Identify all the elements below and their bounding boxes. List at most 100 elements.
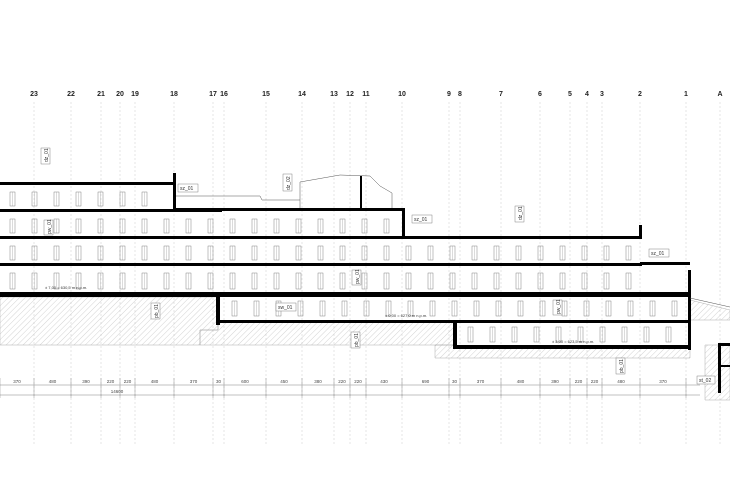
parapet-left-top <box>173 173 176 209</box>
roof-terrace-rail <box>176 195 300 201</box>
wall-core-mid <box>718 365 730 367</box>
dimension-segment-label: 370 <box>659 379 667 384</box>
dimension-segment-label: 220 <box>124 379 132 384</box>
svg-text:pb_01: pb_01 <box>354 333 360 347</box>
svg-text:dz_01: dz_01 <box>44 148 50 162</box>
tag-st-02: st_02 <box>696 375 716 385</box>
level-annotation-mid: ± 0,00 = 627,0 m n.p.m. <box>385 313 427 318</box>
ramp-right <box>689 297 730 308</box>
roof-slab-right <box>404 236 642 239</box>
axis-label: 18 <box>170 91 178 98</box>
tag-dz-01-right: dz_01 <box>514 205 525 223</box>
dimension-segment-label: 390 <box>82 379 90 384</box>
dimension-segment-label: 390 <box>551 379 559 384</box>
wall-step-1 <box>216 295 220 325</box>
axis-label: 6 <box>538 91 542 98</box>
tag-pw-01-c: pw_01 <box>552 299 563 316</box>
svg-text:dz_01: dz_01 <box>518 206 524 220</box>
floor-7-right <box>455 345 690 349</box>
wall-end <box>688 270 691 350</box>
axis-label: 10 <box>398 91 406 98</box>
dimension-segment-label: 450 <box>280 379 288 384</box>
parapet-right <box>639 225 642 239</box>
tag-pw-01-b: pw_01 <box>351 269 362 286</box>
axis-label: 15 <box>262 91 270 98</box>
penthouse-outline <box>299 174 393 208</box>
svg-text:pw_01: pw_01 <box>47 219 53 234</box>
svg-text:sw_01: sw_01 <box>278 305 293 311</box>
wall-step-2 <box>453 320 457 349</box>
axis-label: 12 <box>346 91 354 98</box>
terrain-core <box>704 344 730 401</box>
dimension-segment-label: 370 <box>190 379 198 384</box>
dimension-segment-label: 380 <box>314 379 322 384</box>
roof-slab-left <box>0 182 176 185</box>
dimension-segment-label: 30 <box>216 379 222 384</box>
tag-sz-01-b: sz_01 <box>411 214 433 224</box>
axis-label: 14 <box>298 91 306 98</box>
tag-sw-01: sw_01 <box>275 302 297 312</box>
roof-slab-mid <box>176 208 404 211</box>
tag-sz-01-a: sz_01 <box>177 183 199 193</box>
svg-text:pw_01: pw_01 <box>556 299 562 314</box>
dimension-total: 14600 <box>111 389 124 394</box>
wall-core-top <box>718 343 730 346</box>
axis-label: A <box>717 91 722 98</box>
tag-pb-01-a: pb_01 <box>150 302 161 320</box>
dimension-segment-label: 480 <box>151 379 159 384</box>
tag-dz-01-left: dz_01 <box>40 147 51 165</box>
svg-text:pb_01: pb_01 <box>619 359 625 373</box>
level-annotation-left: ± 7,00 = 630,5 m n.p.m. <box>45 285 87 290</box>
dimension-segment-label: 220 <box>354 379 362 384</box>
parapet-mid <box>402 208 405 238</box>
wall-core-left <box>718 343 721 393</box>
tag-pb-01-c: pb_01 <box>615 357 626 375</box>
svg-text:sz_01: sz_01 <box>180 186 194 192</box>
axis-label: 17 <box>209 91 217 98</box>
floor-5 <box>0 292 690 297</box>
dimension-segment-label: 430 <box>380 379 388 384</box>
axis-label: 1 <box>684 91 688 98</box>
svg-text:pb_01: pb_01 <box>154 304 160 318</box>
svg-text:st_02: st_02 <box>699 378 711 384</box>
svg-text:pw_01: pw_01 <box>355 269 361 284</box>
axis-label: 20 <box>116 91 124 98</box>
dimension-segment-label: 370 <box>13 379 21 384</box>
tag-pw-01-a: pw_01 <box>43 219 54 236</box>
axis-label: 11 <box>362 91 370 98</box>
axis-label: 7 <box>499 91 503 98</box>
axis-label: 2 <box>638 91 642 98</box>
axis-label: 21 <box>97 91 105 98</box>
svg-text:dz_02: dz_02 <box>286 176 292 190</box>
terrain-mid <box>199 321 456 346</box>
tag-sz-01-c: sz_01 <box>648 248 670 258</box>
svg-text:sz_01: sz_01 <box>651 251 665 257</box>
dimension-segment-label: 220 <box>338 379 346 384</box>
floor-3-left <box>0 236 404 239</box>
dimension-segment-label: 220 <box>575 379 583 384</box>
tag-dz-02: dz_02 <box>282 173 293 192</box>
axis-label: 13 <box>330 91 338 98</box>
axis-label: 22 <box>67 91 75 98</box>
dimension-segment-label: 480 <box>49 379 57 384</box>
dimension-segment-label: 370 <box>477 379 485 384</box>
windows <box>9 191 678 343</box>
dimension-segment-label: 690 <box>422 379 430 384</box>
terrain-end <box>689 299 730 321</box>
dimension-segment-label: 480 <box>517 379 525 384</box>
level-annotation-right: ± 3,00 = 623,5 m n.p.m. <box>552 339 594 344</box>
axis-label: 5 <box>568 91 572 98</box>
axis-label: 4 <box>585 91 589 98</box>
axis-label: 19 <box>131 91 139 98</box>
tag-pb-01-b: pb_01 <box>350 331 361 349</box>
axis-label: 16 <box>220 91 228 98</box>
building-section <box>0 173 730 393</box>
dimension-segment-label: 220 <box>107 379 115 384</box>
dimension-segment-label: 30 <box>452 379 458 384</box>
floor-4 <box>0 263 642 266</box>
dimension-segment-label: 220 <box>591 379 599 384</box>
roof-slab-end <box>640 262 690 265</box>
